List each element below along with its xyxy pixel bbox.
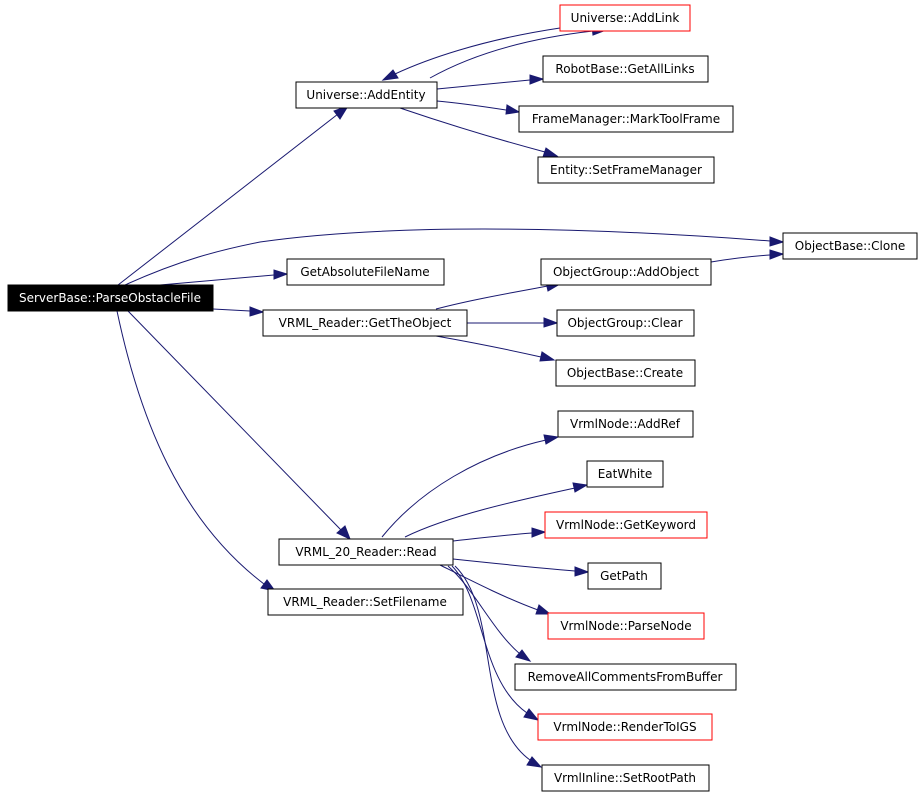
node-label: VrmlNode::ParseNode — [560, 619, 691, 633]
edge-vrml20-read-to-remove-comments — [447, 565, 521, 655]
edge-vrml20-read-to-add-ref — [381, 439, 547, 538]
node-robot-get-all-links[interactable]: RobotBase::GetAllLinks — [542, 55, 709, 83]
node-label: ObjectBase::Create — [567, 366, 683, 380]
node-set-frame-manager[interactable]: Entity::SetFrameManager — [537, 156, 715, 184]
edge-arrowhead — [381, 69, 399, 81]
edge-arrowhead — [572, 482, 589, 493]
node-add-entity[interactable]: Universe::AddEntity — [295, 81, 438, 109]
node-label: RemoveAllCommentsFromBuffer — [528, 670, 723, 684]
node-label: VRML_Reader::SetFilename — [283, 595, 447, 609]
edge-arrowhead — [535, 604, 552, 615]
node-label: VRML_20_Reader::Read — [295, 545, 436, 559]
node-vrml-add-ref[interactable]: VrmlNode::AddRef — [557, 410, 694, 438]
edge-get-the-object-to-add-object — [435, 285, 549, 310]
node-get-the-object[interactable]: VRML_Reader::GetTheObject — [262, 309, 468, 337]
node-group-clear[interactable]: ObjectGroup::Clear — [556, 309, 695, 337]
edge-arrowhead — [543, 434, 560, 445]
edge-vrml20-read-to-get-path — [452, 558, 576, 572]
node-root[interactable]: ServerBase::ParseObstacleFile — [7, 284, 214, 312]
node-label: ObjectBase::Clone — [795, 239, 905, 253]
node-remove-comments[interactable]: RemoveAllCommentsFromBuffer — [514, 663, 737, 691]
edge-add-entity-to-get-all-links — [436, 79, 531, 90]
edge-arrowhead — [505, 104, 521, 115]
node-label: VrmlInline::SetRootPath — [554, 771, 696, 785]
edge-add-entity-to-add-link — [429, 30, 594, 79]
node-set-root-path[interactable]: VrmlInline::SetRootPath — [541, 764, 710, 792]
node-label: VrmlNode::AddRef — [570, 417, 681, 431]
edge-arrowhead — [543, 317, 559, 328]
edge-arrowhead — [539, 351, 556, 362]
edge-add-entity-to-set-frame-manager — [399, 107, 546, 153]
node-get-path[interactable]: GetPath — [587, 562, 662, 590]
node-eat-white[interactable]: EatWhite — [586, 460, 664, 488]
node-label: ObjectGroup::Clear — [567, 316, 682, 330]
edge-vrml20-read-to-parse-node — [439, 564, 539, 611]
edge-arrowhead — [249, 306, 265, 317]
edge-root-to-get-the-object — [212, 308, 251, 312]
edge-vrml20-read-to-set-root-path — [454, 565, 531, 761]
edge-arrowhead — [769, 249, 785, 260]
node-object-clone[interactable]: ObjectBase::Clone — [782, 232, 918, 260]
node-mark-tool-frame[interactable]: FrameManager::MarkToolFrame — [518, 105, 734, 133]
node-get-absolute-file-name[interactable]: GetAbsoluteFileName — [286, 258, 445, 286]
edge-vrml20-read-to-render-to-igs — [451, 565, 528, 714]
edge-arrowhead — [515, 649, 532, 662]
edge-root-to-set-filename — [116, 310, 265, 585]
edge-arrowhead — [531, 527, 547, 538]
edge-arrowhead — [529, 74, 545, 85]
node-label: VrmlNode::GetKeyword — [556, 518, 696, 532]
node-label: EatWhite — [598, 467, 653, 481]
edge-vrml20-read-to-get-keyword — [452, 532, 533, 542]
node-group-add-object[interactable]: ObjectGroup::AddObject — [540, 258, 712, 286]
node-label: RobotBase::GetAllLinks — [555, 62, 694, 76]
node-label: ObjectGroup::AddObject — [553, 265, 699, 279]
call-graph-nodes: ServerBase::ParseObstacleFile Universe::… — [7, 4, 918, 792]
node-label: VRML_Reader::GetTheObject — [279, 316, 452, 330]
edge-add-link-to-add-entity — [394, 27, 561, 75]
edge-arrowhead — [273, 269, 289, 280]
edge-arrowhead — [336, 525, 351, 540]
edge-arrowhead — [542, 147, 559, 158]
call-graph-edges — [116, 25, 785, 768]
node-label: Entity::SetFrameManager — [550, 163, 702, 177]
edge-root-to-get-absolute-file-name — [159, 274, 275, 286]
edge-arrowhead — [526, 756, 543, 768]
edge-add-object-to-object-clone — [710, 254, 771, 263]
node-set-filename[interactable]: VRML_Reader::SetFilename — [267, 588, 464, 616]
node-render-to-igs[interactable]: VrmlNode::RenderToIGS — [537, 713, 713, 741]
node-label: ServerBase::ParseObstacleFile — [19, 291, 201, 305]
edge-root-to-object-clone — [124, 228, 771, 286]
node-label: GetPath — [600, 569, 648, 583]
edge-arrowhead — [769, 236, 785, 247]
edge-arrowhead — [574, 566, 590, 577]
edge-vrml20-read-to-eat-white — [404, 487, 576, 538]
node-label: GetAbsoluteFileName — [300, 265, 429, 279]
node-label: Universe::AddEntity — [306, 88, 425, 102]
edge-root-to-vrml20-read — [127, 310, 342, 531]
node-label: VrmlNode::RenderToIGS — [553, 720, 696, 734]
node-add-link[interactable]: Universe::AddLink — [559, 4, 691, 32]
node-vrml20-read[interactable]: VRML_20_Reader::Read — [278, 538, 454, 566]
node-label: FrameManager::MarkToolFrame — [532, 112, 720, 126]
node-parse-node[interactable]: VrmlNode::ParseNode — [547, 612, 705, 640]
edge-arrowhead — [523, 708, 540, 721]
node-label: Universe::AddLink — [571, 11, 680, 25]
node-get-keyword[interactable]: VrmlNode::GetKeyword — [544, 511, 708, 539]
edge-add-entity-to-mark-tool-frame — [436, 100, 507, 111]
edge-root-to-add-entity — [117, 113, 339, 286]
edge-get-the-object-to-object-create — [435, 335, 542, 358]
node-object-create[interactable]: ObjectBase::Create — [555, 359, 696, 387]
